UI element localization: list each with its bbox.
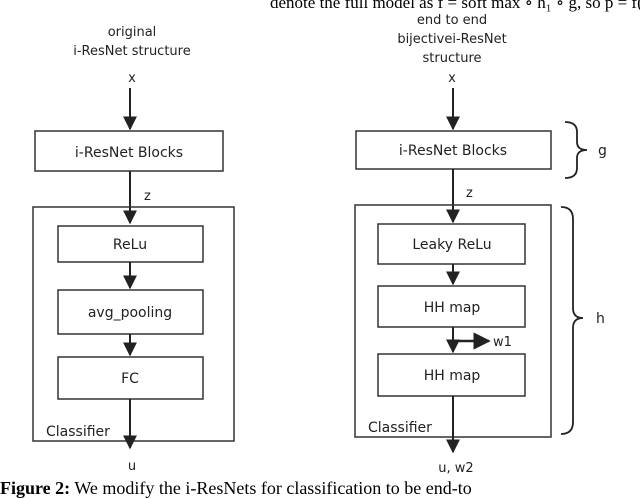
right-resnet-blocks-label: i-ResNet Blocks bbox=[399, 143, 507, 159]
right-title-line-3: structure bbox=[423, 51, 482, 66]
left-z-label: z bbox=[144, 189, 151, 204]
figure-caption-label: Figure 2: bbox=[0, 478, 71, 498]
left-title-line-2: i-ResNet structure bbox=[73, 44, 190, 59]
right-hh-map-2-box bbox=[377, 353, 526, 397]
brace-h bbox=[560, 206, 584, 435]
left-title-line-1: original bbox=[108, 25, 157, 40]
right-hh-map-1-label: HH map bbox=[424, 300, 481, 316]
right-diagram: end to end bijectivei-ResNet structure x… bbox=[354, 13, 607, 476]
brace-h-label: h bbox=[596, 311, 605, 327]
right-leaky-relu-box bbox=[377, 223, 526, 265]
left-output-label: u bbox=[128, 459, 136, 474]
architecture-diagram: denote the full model as f = soft max ∘ … bbox=[32, 0, 640, 476]
right-z-label: z bbox=[466, 186, 473, 201]
left-relu-box bbox=[57, 225, 204, 263]
left-diagram: original i-ResNet structure x i-ResNet B… bbox=[32, 25, 235, 474]
left-fc-label: FC bbox=[121, 371, 139, 387]
left-classifier-label: Classifier bbox=[46, 424, 110, 440]
brace-g bbox=[564, 121, 588, 179]
left-fc-box bbox=[57, 356, 204, 400]
left-resnet-blocks-label: i-ResNet Blocks bbox=[75, 145, 183, 161]
right-output-label: u, w2 bbox=[438, 461, 473, 476]
figure-caption: Figure 2: We modify the i-ResNets for cl… bbox=[0, 478, 640, 499]
right-title-line-1: end to end bbox=[417, 13, 487, 28]
figure-caption-text: We modify the i-ResNets for classificati… bbox=[70, 478, 472, 498]
right-w1-label: w1 bbox=[493, 335, 512, 350]
left-avg-pooling-label: avg_pooling bbox=[88, 305, 172, 321]
left-relu-label: ReLu bbox=[113, 237, 147, 253]
left-avg-pooling-box bbox=[57, 289, 204, 335]
right-hh-map-2-label: HH map bbox=[424, 368, 481, 384]
right-input-label: x bbox=[448, 71, 456, 86]
top-text: denote the full model as f = soft max ∘ … bbox=[270, 0, 640, 12]
right-hh-map-1-box bbox=[377, 285, 526, 328]
right-classifier-label: Classifier bbox=[368, 420, 432, 436]
left-input-label: x bbox=[128, 71, 136, 86]
brace-g-label: g bbox=[598, 143, 607, 159]
right-title-line-2: bijectivei-ResNet bbox=[397, 32, 506, 47]
right-leaky-relu-label: Leaky ReLu bbox=[412, 237, 491, 253]
